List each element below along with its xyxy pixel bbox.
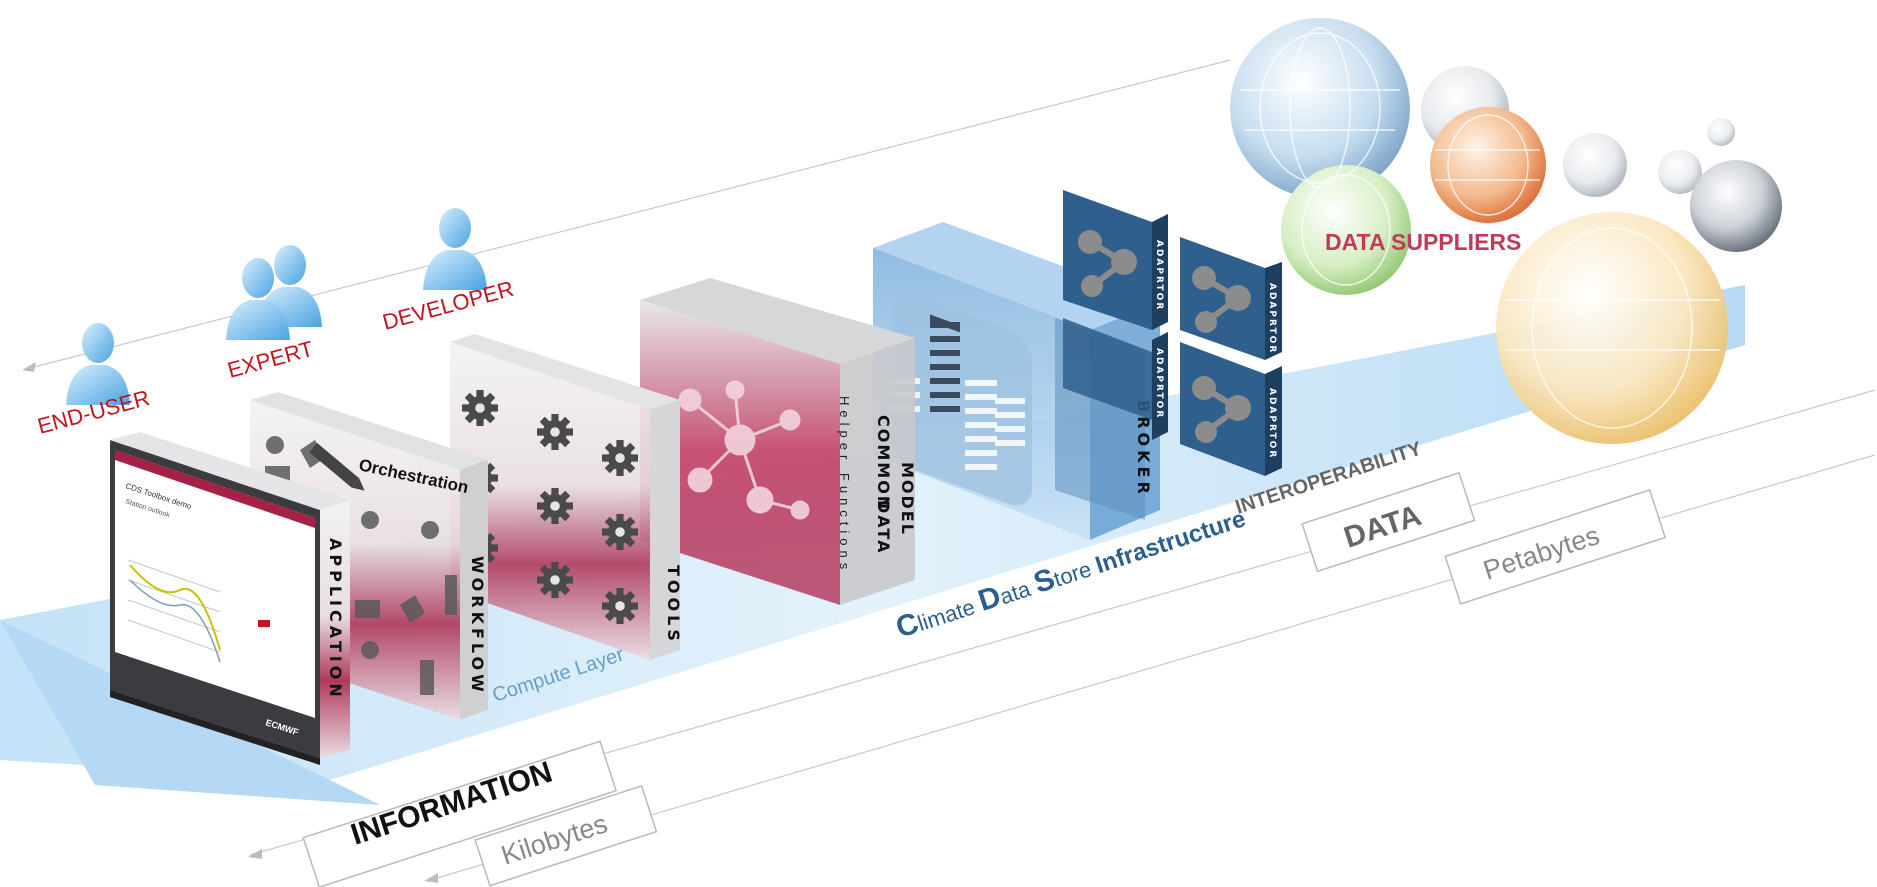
application-label: APPLICATION	[326, 538, 345, 701]
petabytes-box	[1444, 488, 1667, 605]
adaptor-panel-3	[1063, 318, 1168, 440]
gear-icon	[462, 390, 498, 426]
developer-icon	[423, 208, 487, 290]
information-box	[302, 740, 618, 887]
adaptor-label-1: ADAPRTOR	[1154, 240, 1164, 311]
adaptor-panel-1	[1063, 190, 1168, 330]
tools-panel	[450, 334, 680, 660]
expert-label: EXPERT	[225, 336, 316, 383]
tools-label: TOOLS	[664, 565, 683, 645]
gear-icon	[602, 588, 638, 624]
adaptor-label-3: ADAPRTOR	[1154, 348, 1164, 419]
gear-icon	[602, 440, 638, 476]
helper-functions-label: Helper Functions	[837, 396, 852, 574]
data-label: DATA	[874, 500, 893, 554]
pencil-icon	[309, 442, 365, 491]
gear-icon	[602, 514, 638, 550]
gear-icon	[537, 488, 573, 524]
gear-icon	[537, 414, 573, 450]
cds-limate: limate	[914, 592, 983, 636]
broker-label: BROKER	[1134, 400, 1153, 498]
data-box	[1301, 471, 1476, 573]
arrowheads	[22, 362, 438, 883]
common-data-model-block	[640, 278, 915, 605]
broker-block	[873, 222, 1160, 540]
adaptor-panel-4	[1180, 342, 1282, 476]
adaptor-label-2: ADAPRTOR	[1267, 283, 1277, 354]
application-panel	[110, 432, 350, 765]
adaptor-panel-2	[1180, 237, 1282, 360]
workflow-label: WORKFLOW	[468, 556, 487, 696]
kilobytes-box	[474, 784, 658, 887]
cds-tore: tore	[1051, 554, 1101, 591]
data-suppliers-label: DATA SUPPLIERS	[1325, 229, 1521, 255]
common-label: COMMON	[874, 415, 893, 511]
data-supplier-spheres	[1230, 18, 1782, 444]
model-label: MODEL	[898, 462, 917, 536]
gear-icon	[537, 562, 573, 598]
adaptor-label-4: ADAPRTOR	[1267, 388, 1277, 459]
